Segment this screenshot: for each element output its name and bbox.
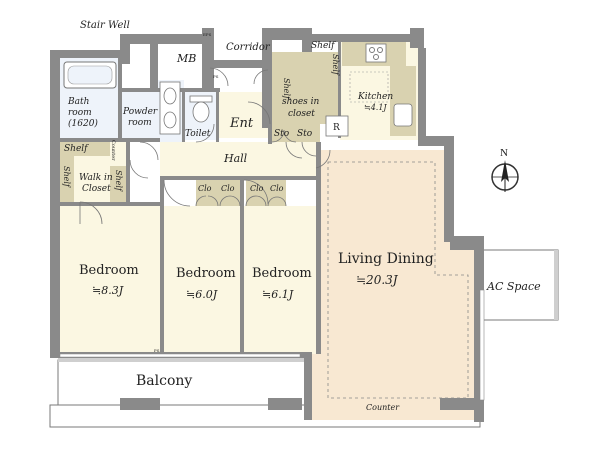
- shoes-closet-floor: [270, 52, 340, 124]
- counter-small-label: Counter: [110, 140, 116, 161]
- clo1-label: Clo: [198, 184, 212, 193]
- ps-top-label: PS: [213, 74, 219, 79]
- toilet-tank: [189, 95, 213, 103]
- living-dining-size-label: ≒20.3J: [356, 273, 399, 287]
- ent-label: Ent: [229, 116, 254, 131]
- sto-label-1: Sto: [274, 129, 290, 139]
- eps-label: EPS: [203, 32, 212, 37]
- bath-label-1: Bath: [67, 97, 89, 107]
- bedroom2-size-label: ≒6.0J: [186, 288, 218, 301]
- wic-shelf-top: [60, 140, 110, 156]
- refrigerator: [325, 115, 349, 137]
- clo-bed3: [246, 178, 286, 206]
- stair-well-label: Stair Well: [80, 20, 130, 31]
- balcony-area: [57, 359, 309, 411]
- bath-label-3: (1620): [68, 118, 98, 129]
- living-window: [479, 289, 485, 401]
- ac-space-area: [479, 249, 559, 321]
- toilet-label: Toilet: [185, 129, 211, 139]
- bedroom1-label: Bedroom: [79, 263, 139, 278]
- balcony-rail-top: [58, 358, 308, 362]
- clo2-label: Clo: [221, 184, 235, 193]
- mb-label: MB: [176, 52, 196, 65]
- bath-label-2: room: [68, 108, 92, 118]
- clo4-label: Clo: [270, 184, 284, 193]
- wic-shelf-left: [60, 156, 74, 202]
- bathtub-inner: [67, 65, 113, 85]
- shoes-closet-label-2: closet: [288, 109, 315, 119]
- living-dining-floor: [310, 150, 480, 420]
- shelf-mid2-label: Shelf: [331, 54, 340, 77]
- sto-area: [270, 124, 320, 142]
- counter-label: Counter: [366, 403, 400, 412]
- burner-2: [377, 47, 383, 53]
- hall-floor: [160, 142, 320, 178]
- bedroom1-size-label: ≒8.3J: [92, 284, 124, 297]
- closet-doors: [195, 129, 297, 207]
- bedroom1-floor: [60, 206, 162, 354]
- living-dashed-outline: [327, 161, 469, 399]
- corridor-label: Corridor: [226, 42, 271, 53]
- kitchen-size-label: ≒4.1J: [364, 103, 387, 112]
- wic-shelf-right: [110, 166, 126, 202]
- balcony-label: Balcony: [136, 373, 192, 389]
- kitchen-sink: [393, 103, 413, 127]
- burner-3: [373, 54, 379, 60]
- toilet-bowl: [192, 101, 210, 123]
- compass-icon: [491, 160, 519, 192]
- bedroom3-size-label: ≒6.1J: [262, 288, 294, 301]
- bedroom-window: [59, 353, 301, 358]
- powder-floor: [120, 92, 158, 142]
- bedroom2-label: Bedroom: [176, 266, 236, 281]
- shoes-closet-label-1: shoes in: [282, 97, 320, 107]
- bedroom2-floor: [164, 206, 242, 354]
- powder-room-label-2: room: [128, 118, 152, 128]
- clo3-label: Clo: [250, 184, 264, 193]
- sto-label-2: Sto: [297, 129, 313, 139]
- ac-space-rail: [554, 250, 558, 320]
- kitchen-label: Kitchen: [357, 92, 393, 102]
- doors: [79, 67, 331, 225]
- wic-label-1: Walk in: [79, 173, 113, 183]
- stove: [365, 43, 387, 63]
- kitchen-dash: [349, 71, 389, 103]
- living-dining-label: Living Dining: [338, 251, 434, 267]
- sink-2: [163, 111, 177, 129]
- hall-label: Hall: [223, 152, 248, 165]
- shelf-wic-top-label: Shelf: [64, 144, 89, 154]
- shelf-wic-right-label: Shelf: [114, 170, 123, 193]
- bedroom3-floor: [244, 206, 320, 354]
- compass-n-label: N: [500, 147, 508, 159]
- shelf-mid1-label: Shelf: [282, 78, 291, 101]
- entrance-floor: [218, 92, 270, 138]
- mb-floor: [168, 44, 202, 70]
- shelf-wic-left-label: Shelf: [62, 166, 71, 189]
- ac-space-label: AC Space: [486, 280, 541, 293]
- ps-bottom-label: PS: [154, 348, 160, 353]
- sink-1: [163, 87, 177, 105]
- refrigerator-label: R: [333, 123, 340, 133]
- bedroom3-label: Bedroom: [252, 266, 312, 281]
- burner-1: [369, 47, 375, 53]
- clo-bed2: [196, 178, 240, 206]
- wic-label-2: Closet: [82, 184, 111, 194]
- shelf-top-label: Shelf: [311, 41, 336, 51]
- powder-room-label-1: Powder: [122, 107, 158, 117]
